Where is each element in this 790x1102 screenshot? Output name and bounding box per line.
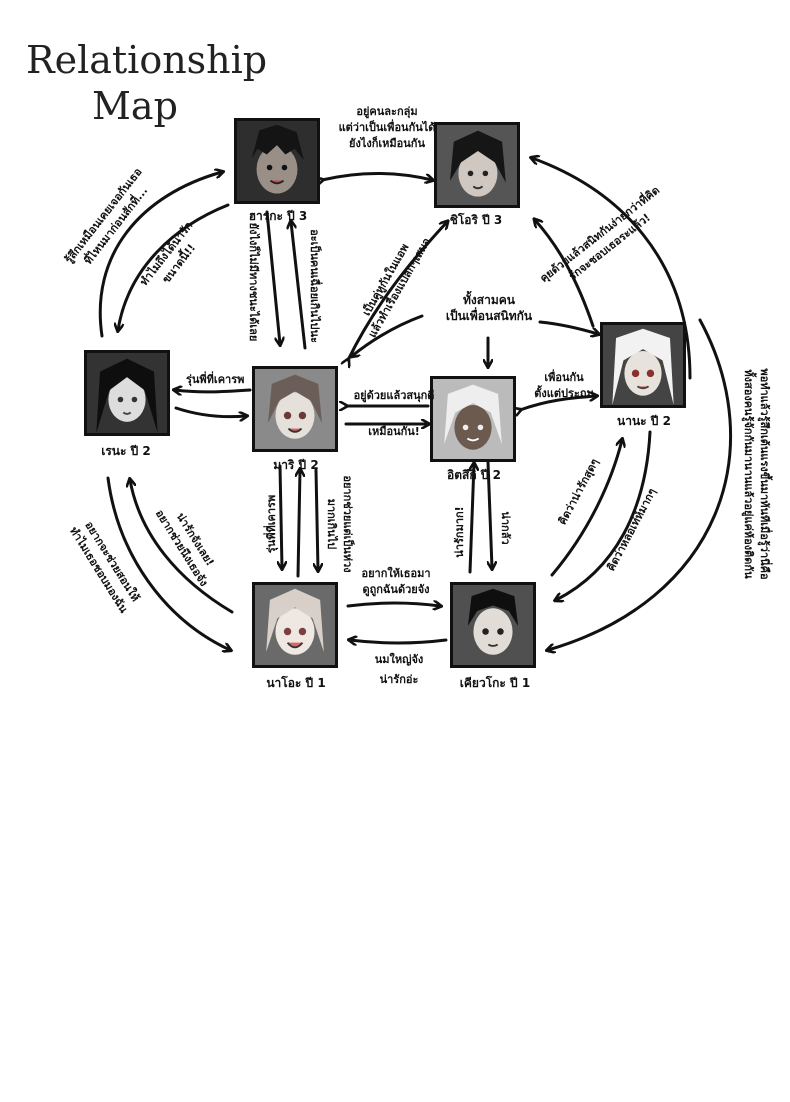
- label-haruka-mari-down: ยังไงก็ไม่มีทางชนะได้เลย: [245, 217, 261, 347]
- name-haruka: ฮารุกะ ปี 3: [248, 209, 308, 223]
- map-title-line-2: Map: [92, 84, 178, 128]
- label-line: เหมือนกัน!: [368, 425, 420, 438]
- label-line: ตั้งแต่ประถม: [534, 387, 594, 400]
- arrow-nao-mari-up: [298, 470, 300, 578]
- label-mari-itsuki: อยู่ด้วยแล้วสนุกดี เหมือนกัน!: [346, 388, 442, 440]
- map-title-line-1: Relationship: [26, 38, 268, 82]
- name-nana: นานะ ปี 2: [617, 414, 671, 428]
- label-line: เป็นเพื่อนสนิทกัน: [445, 309, 533, 323]
- label-itsuki-kiyotaka-up: น่ารักมาก!: [452, 492, 468, 572]
- label-nana-outer: พอทำแล้วรู้สึกเต้นแรงขึ้นมาทันทีเมื่อรู้…: [740, 274, 772, 674]
- label-line: ดูถูกฉันด้วยจัง: [362, 583, 430, 596]
- label-kiyotaka-nao: นมใหญ่จัง น่ารักอ่ะ: [356, 652, 442, 688]
- label-line: น่ารักมาก!: [453, 506, 466, 558]
- arrow-kiyotaka-itsuki: [468, 464, 474, 574]
- label-line: อยากให้เธอมา: [361, 567, 431, 580]
- arrow-outer-right-down: [548, 318, 733, 650]
- arrow-mari-rena: [175, 390, 252, 392]
- label-line: พอทำแล้วรู้สึกเต้นแรงขึ้นมาทันทีเมื่อรู้…: [758, 368, 771, 580]
- label-line: ยังไงก็เหมือนกัน: [349, 137, 425, 150]
- arrow-nana-kiyotaka: [556, 430, 652, 600]
- name-shiori: ชิโอริ ปี 3: [449, 213, 503, 227]
- arrow-nao-kiyotaka: [346, 603, 440, 606]
- label-line: ทั้งสองคนรู้จักกันมานานแล้วอยู่แค่ห้องติ…: [742, 369, 755, 579]
- arrow-haruka-shiori: [322, 172, 432, 181]
- label-itsuki-nana: เพื่อนกัน ตั้งแต่ประถม: [524, 370, 604, 402]
- arrow-trio-nana: [538, 320, 598, 334]
- portrait-rena: [84, 350, 170, 436]
- arrow-mari-nao-down2: [316, 468, 318, 570]
- arrow-kiyotaka-nao: [350, 640, 448, 643]
- portrait-mari: [252, 366, 338, 452]
- arrow-outer-right-up: [532, 158, 692, 380]
- portrait-haruka: [234, 118, 320, 204]
- name-kiyotaka: เคียวโกะ ปี 1: [459, 676, 531, 690]
- arrow-haruka-mari-down: [265, 210, 280, 344]
- label-line: อยากช่วยแต่เป็นห่วง: [341, 475, 354, 573]
- arrow-kiyotaka-nana: [550, 440, 622, 577]
- arrow-itsuki-nana: [520, 396, 596, 410]
- label-line: แต่ว่าเป็นเพื่อนกันได้: [338, 121, 436, 134]
- label-mari-nao-down: รุ่นพี่ที่เคารพ: [264, 474, 280, 574]
- label-line: ยังไงก็ไม่มีทางชนะได้เลย: [247, 222, 260, 342]
- arrow-nao-rena-inner: [130, 480, 234, 614]
- label-mari-nao-up: อยากช่วยแต่เป็นห่วง มากเกินไป: [323, 469, 355, 579]
- arrow-nana-shiori: [535, 220, 595, 328]
- arrow-haruka-rena-inner: [118, 203, 230, 330]
- arrow-trio-mari: [352, 314, 424, 356]
- name-nao: นาโอะ ปี 1: [266, 676, 326, 690]
- arrow-mari-shiori: [348, 222, 447, 360]
- arrow-rena-mari: [174, 406, 246, 417]
- label-nao-kiyotaka: อยากให้เธอมา ดูถูกฉันด้วยจัง: [348, 566, 444, 598]
- name-mari: มาริ ปี 2: [273, 458, 319, 472]
- arrow-mari-haruka-up: [291, 222, 307, 350]
- arrow-mari-nao-down: [280, 464, 282, 568]
- label-line: รุ่นพี่ที่เคารพ: [186, 373, 245, 386]
- label-haruka-shiori: อยู่คนละกลุ่ม แต่ว่าเป็นเพื่อนกันได้ ยัง…: [324, 104, 450, 152]
- portrait-nana: [600, 322, 686, 408]
- name-itsuki: อิตสึกิ ปี 2: [447, 468, 501, 482]
- label-line: เพื่อนกัน: [544, 371, 584, 384]
- label-haruka-mari-up: อะเป็นคนเฉื่อยเกินไปนะ: [306, 226, 322, 346]
- portrait-itsuki: [430, 376, 516, 462]
- label-line: นมใหญ่จัง: [374, 653, 424, 666]
- arrow-rena-haruka-outer: [98, 172, 222, 338]
- portrait-kiyotaka: [450, 582, 536, 668]
- label-line: อยู่ด้วยแล้วสนุกดี: [353, 389, 435, 402]
- label-trio: ทั้งสามคน เป็นเพื่อนสนิทกัน: [426, 292, 552, 324]
- name-rena: เรนะ ปี 2: [101, 444, 151, 458]
- label-line: น่ารักอ่ะ: [379, 673, 419, 686]
- portrait-nao: [252, 582, 338, 668]
- label-line: ทั้งสามคน: [463, 293, 515, 307]
- label-mari-rena: รุ่นพี่ที่เคารพ: [186, 372, 244, 388]
- arrow-itsuki-kiyotaka: [486, 460, 492, 568]
- label-line: รุ่นพี่ที่เคารพ: [265, 494, 278, 554]
- label-line: อยู่คนละกลุ่ม: [356, 105, 418, 118]
- portrait-shiori: [434, 122, 520, 208]
- label-line: น่ากลัว: [499, 511, 512, 545]
- label-line: มากเกินไป: [325, 498, 338, 550]
- label-line: อะเป็นคนเฉื่อยเกินไปนะ: [308, 229, 321, 343]
- arrow-rena-nao-outer: [106, 476, 230, 650]
- label-itsuki-kiyotaka-down: น่ากลัว: [497, 493, 513, 563]
